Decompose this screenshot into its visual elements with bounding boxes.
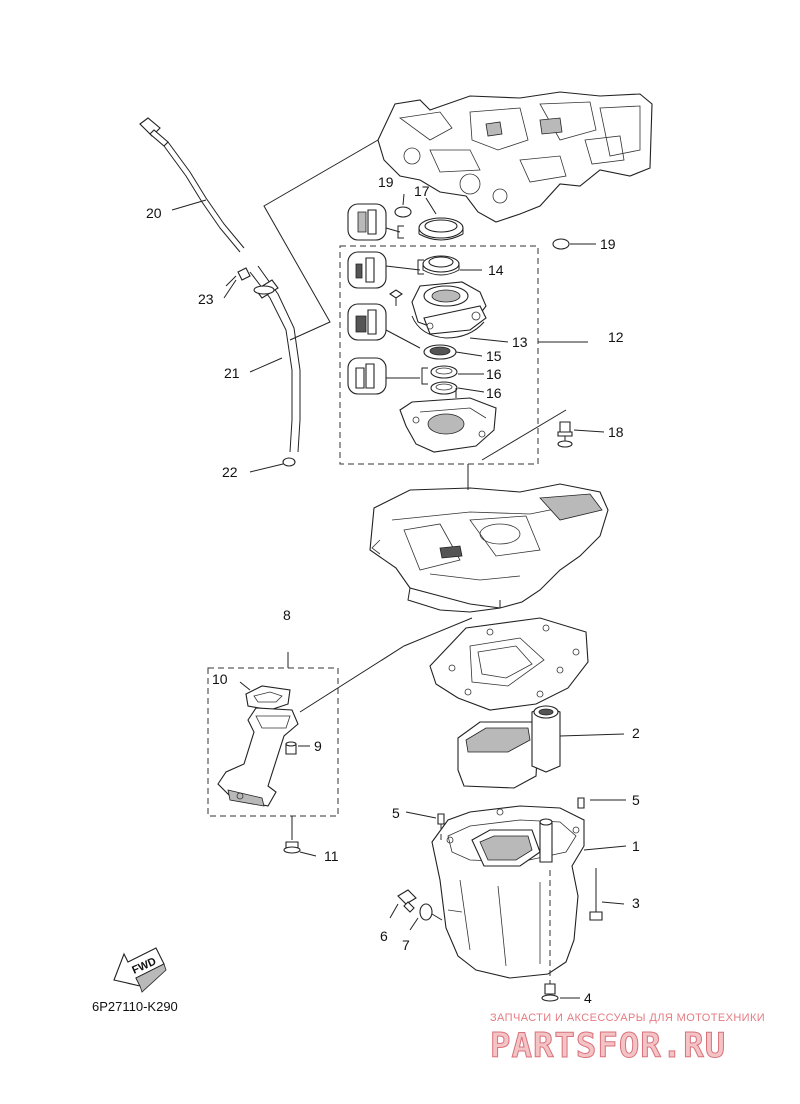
fwd-arrow-icon: FWD: [113, 947, 167, 993]
gasket: [429, 617, 589, 711]
callout-22: 22: [222, 464, 238, 480]
grease-seal-icon: [347, 203, 401, 241]
grease-seal-icon: [347, 303, 421, 349]
guide-bolt: [225, 267, 251, 287]
callout-13: 13: [512, 334, 528, 350]
callout-19-right: 19: [600, 236, 616, 252]
callout-8: 8: [283, 607, 291, 623]
oil-seal-16-upper: [430, 365, 458, 379]
bolt-11: [283, 816, 301, 854]
callout-17: 17: [414, 183, 430, 199]
callout-6: 6: [380, 928, 388, 944]
callout-16-upper: 16: [486, 366, 502, 382]
dowel-pin-5-left: [437, 813, 445, 825]
grease-seal-icon: [347, 357, 420, 395]
callout-20: 20: [146, 205, 162, 221]
oil-seal-15: [423, 344, 457, 360]
bolt-18: [557, 421, 573, 448]
drain-gasket-7: [419, 903, 433, 921]
callout-15: 15: [486, 348, 502, 364]
callout-5-left: 5: [392, 805, 400, 821]
o-ring-19-right: [552, 238, 570, 250]
grease-seal-icon: [347, 251, 421, 289]
bolt-4: [541, 983, 559, 1002]
muffler-seal: [457, 705, 561, 789]
oil-seal-17: [418, 217, 464, 241]
callout-23: 23: [198, 291, 214, 307]
callout-2: 2: [632, 725, 640, 741]
assembly-12-boundary: [339, 245, 539, 465]
strainer-gasket-10: [245, 685, 291, 711]
engine-block-outline: [377, 91, 653, 223]
exhaust-guide: [369, 483, 609, 613]
drain-bolt-6: [397, 889, 417, 913]
watermark-tagline: ЗАПЧАСТИ И АКСЕССУАРЫ ДЛЯ МОТОТЕХНИКИ: [490, 1012, 765, 1024]
callout-9: 9: [314, 738, 322, 754]
oil-strainer: [217, 707, 299, 807]
pump-base-plate: [399, 388, 497, 453]
dipstick: [139, 117, 245, 253]
callout-10: 10: [212, 671, 228, 687]
callout-16-lower: 16: [486, 385, 502, 401]
callout-3: 3: [632, 895, 640, 911]
callout-18: 18: [608, 424, 624, 440]
callout-11: 11: [324, 848, 339, 864]
callout-1: 1: [632, 838, 640, 854]
dipstick-assembly: [139, 117, 301, 467]
watermark-brand: PARTSFOR.RU: [490, 1026, 726, 1066]
dipstick-o-ring: [282, 457, 296, 467]
callout-12: 12: [608, 329, 624, 345]
callout-21: 21: [224, 365, 240, 381]
o-ring-19-left: [394, 206, 412, 218]
drawing-code: 6P27110-K290: [92, 999, 178, 1014]
strainer-plug-9: [285, 741, 297, 755]
small-screw: [389, 289, 403, 306]
dipstick-guide-tube: [249, 265, 301, 453]
callout-19-left: 19: [378, 174, 394, 190]
callout-14: 14: [488, 262, 504, 278]
callout-5-right: 5: [632, 792, 640, 808]
oil-seal-14: [422, 255, 460, 276]
dowel-pin-5-right: [577, 797, 585, 809]
oil-pan: [431, 805, 585, 986]
callout-4: 4: [584, 990, 592, 1006]
callout-7: 7: [402, 937, 410, 953]
bolt-3: [589, 868, 603, 921]
oil-pump-housing: [411, 281, 487, 339]
oil-seal-16-lower: [430, 381, 458, 395]
